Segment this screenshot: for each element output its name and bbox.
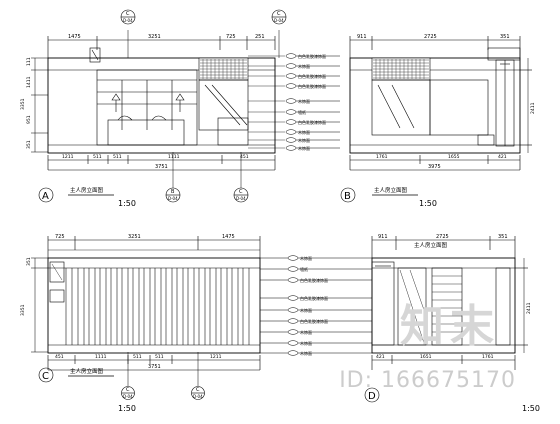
- hatch-a: [200, 59, 247, 79]
- dim-b-bottom-3: 421: [498, 154, 507, 160]
- dim-b-top-2: 2725: [424, 34, 437, 40]
- dim-a-bottom-3: 511: [113, 154, 122, 160]
- dim-c-top-2: 3251: [128, 234, 141, 240]
- dim-d-bottom-2: 1651: [420, 354, 432, 360]
- dim-a-left-1: 111: [26, 57, 32, 66]
- elevation-b: 911 2725 351 2411 1761 1655 421 3975 B 主…: [340, 34, 536, 208]
- dim-b-total: 3975: [428, 164, 441, 170]
- dim-b-bottom-1: 1761: [376, 154, 388, 160]
- dim-a-top-3: 725: [226, 34, 236, 40]
- dim-b-bottom-2: 1655: [448, 154, 460, 160]
- dim-a-bottom-4: 1111: [168, 154, 180, 160]
- section-mark-a3-sheet: D-04: [168, 196, 178, 201]
- panel-a-letter: A: [42, 191, 49, 202]
- elevation-d: 911 2725 351 2411 421 1651 1761 D 主人房立面图…: [364, 234, 540, 413]
- panel-b-title: 主人房立面图: [374, 186, 408, 194]
- panel-d-title: 主人房立面图: [414, 241, 448, 249]
- dim-c-top-3: 1475: [222, 234, 235, 240]
- dim-a-top-1: 1475: [68, 34, 81, 40]
- dim-a-left-4: 951: [26, 115, 32, 124]
- panel-b-letter: B: [344, 191, 351, 202]
- dim-c-left-1: 351: [26, 257, 32, 266]
- dim-a-bottom-1: 1211: [62, 154, 74, 160]
- dim-a-bottom-5: 451: [240, 154, 249, 160]
- dim-a-top-2: 3251: [148, 34, 161, 40]
- section-mark-c2-sheet: D-04: [193, 394, 203, 399]
- dim-d-top-2: 2725: [436, 234, 449, 240]
- dim-d-top-3: 351: [498, 234, 508, 240]
- section-mark-c2-num: C: [196, 387, 200, 393]
- dim-c-bottom-3: 511: [133, 354, 142, 360]
- panel-b-scale: 1:50: [419, 199, 437, 208]
- panel-d-scale: 1:50: [522, 404, 540, 413]
- dim-d-bottom-3: 1761: [482, 354, 494, 360]
- dim-c-bottom-4: 511: [155, 354, 164, 360]
- dim-a-left-3: 3351: [20, 98, 26, 110]
- panel-a-scale: 1:50: [118, 199, 136, 208]
- panel-a-title: 主人房立面图: [70, 186, 104, 194]
- elevation-c: 725 3251 1475 351 3351 451 1111 511 511 …: [20, 234, 261, 413]
- dim-b-top-3: 351: [500, 34, 510, 40]
- dim-b-right-1: 2411: [530, 102, 536, 114]
- section-mark-c1-sheet: D-04: [123, 394, 133, 399]
- dim-a-left-5: 351: [26, 140, 32, 149]
- panel-d-letter: D: [368, 391, 376, 402]
- section-mark-a3-num: B: [171, 189, 175, 195]
- dim-c-total: 3751: [148, 364, 161, 370]
- section-mark-a1-sheet: D-04: [123, 18, 133, 23]
- dim-a-total: 3751: [155, 164, 168, 170]
- callouts-a: 白色乳胶漆饰面 木饰面 白色乳胶漆饰面 白色乳胶漆饰面 木饰面 墙纸 白色乳胶漆…: [285, 53, 340, 151]
- dim-a-left-2: 1411: [26, 76, 32, 88]
- callouts-c: 木饰面 墙纸 白色乳胶漆饰面 白色乳胶漆饰面 木饰面 白色乳胶漆饰面 木饰面 木…: [260, 255, 372, 356]
- section-mark-a4-sheet: D-04: [236, 196, 246, 201]
- dim-c-bottom-2: 1111: [95, 354, 107, 360]
- section-mark-a2-sheet: D-04: [274, 18, 284, 23]
- dim-c-bottom-1: 451: [55, 354, 64, 360]
- panel-c-title: 主人房立面图: [70, 367, 104, 375]
- watermark-id: ID: 166675170: [339, 368, 516, 393]
- dim-b-top-1: 911: [357, 34, 367, 40]
- dim-a-top-4: 251: [255, 34, 265, 40]
- section-mark-a2-num: C: [277, 11, 281, 17]
- hatch-b: [373, 59, 429, 79]
- dim-c-top-1: 725: [55, 234, 65, 240]
- elevation-a: 1475 3251 725 251 111 1411 3351 951 351: [20, 9, 287, 208]
- dim-d-bottom-1: 421: [376, 354, 385, 360]
- section-mark-c1-num: C: [126, 387, 130, 393]
- panel-c-letter: C: [42, 371, 49, 382]
- wardrobe-strips-c: [65, 268, 250, 345]
- dim-d-top-1: 911: [378, 234, 388, 240]
- dim-d-right-1: 2411: [526, 302, 532, 314]
- dim-c-left-2: 3351: [20, 304, 26, 316]
- dim-c-bottom-5: 1211: [210, 354, 222, 360]
- section-mark-a1-num: C: [126, 11, 130, 17]
- panel-c-scale: 1:50: [118, 404, 136, 413]
- watermark-logo: 知末: [400, 301, 500, 352]
- dim-a-bottom-2: 511: [93, 154, 102, 160]
- section-mark-a4-num: C: [239, 189, 243, 195]
